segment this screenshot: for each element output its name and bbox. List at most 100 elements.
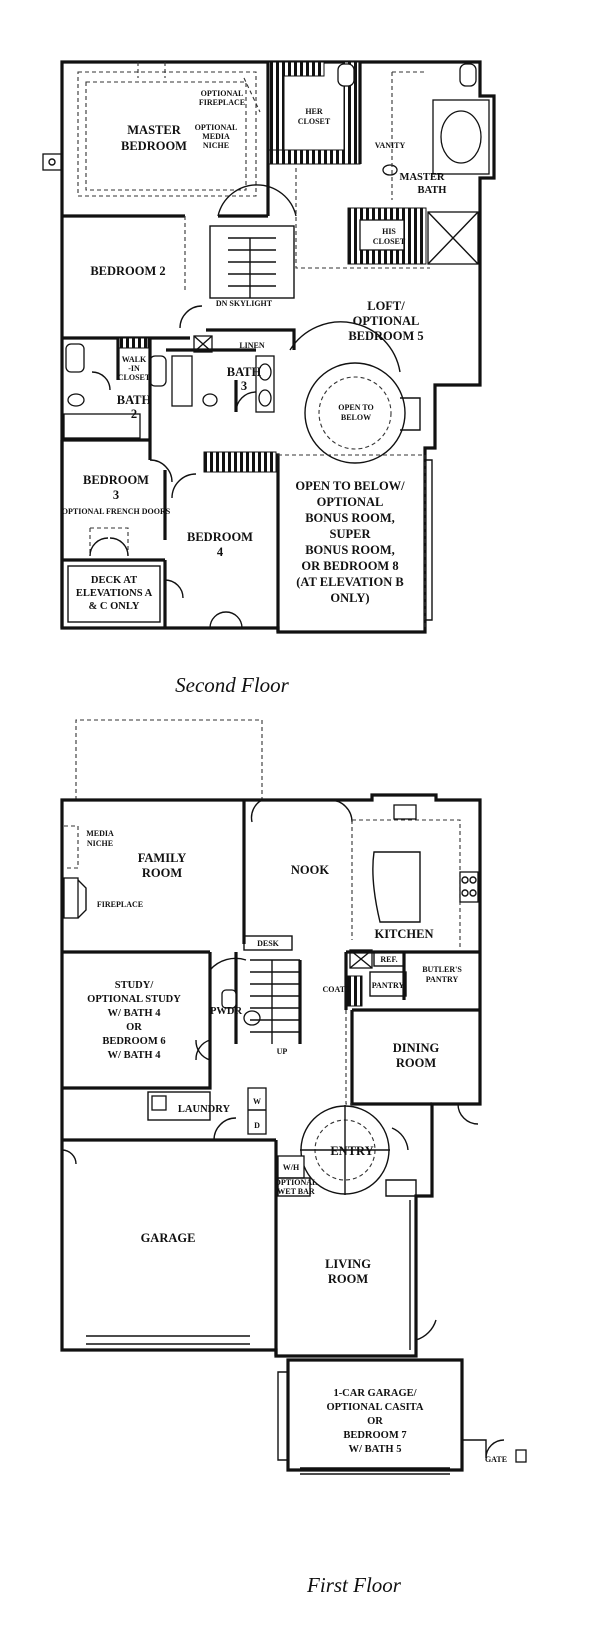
optional-wet-bar-label: OPTIONAL: [275, 1178, 318, 1187]
study-label-4: OR: [126, 1022, 142, 1033]
bedroom-3-label: BEDROOM: [83, 473, 149, 487]
second-floor-caption: Second Floor: [175, 673, 290, 697]
study-label: STUDY/: [115, 980, 155, 991]
bonus-room-area: [278, 454, 433, 628]
master-bath-label: MASTER: [400, 172, 445, 183]
open-to-below-circle: [289, 321, 421, 464]
pantry-label: PANTRY: [372, 981, 405, 990]
ref-label: REF.: [380, 955, 397, 964]
media-niche-label: MEDIA: [86, 829, 114, 838]
kitchen-area: [243, 804, 480, 1010]
open-to-below-label-2: BELOW: [341, 413, 371, 422]
loft-label: LOFT/: [367, 299, 405, 313]
living-room-label: LIVING: [325, 1257, 371, 1271]
bedroom-2-baths-area: [62, 305, 296, 442]
fireplace-label: FIREPLACE: [97, 900, 143, 909]
study-label-6: W/ BATH 4: [108, 1050, 162, 1061]
deck-label-3: & C ONLY: [89, 601, 140, 612]
bonus-room-label-4: SUPER: [330, 527, 372, 541]
family-room-label: FAMILY: [138, 851, 187, 865]
dryer-label: D: [254, 1121, 260, 1130]
study-label-3: W/ BATH 4: [108, 1008, 162, 1019]
living-room-area: [409, 1200, 437, 1350]
open-to-below-label: OPEN TO: [338, 403, 374, 412]
butlers-pantry-label: BUTLER'S: [422, 965, 462, 974]
first-floor-outer-walls: [60, 793, 527, 1475]
water-heater-label: W/H: [283, 1163, 300, 1172]
walk-in-closet-label: WALK: [122, 355, 147, 364]
coats-label: COATS: [323, 985, 351, 994]
optional-fireplace-label-2: FIREPLACE: [199, 98, 245, 107]
first-floor-caption: First Floor: [306, 1573, 402, 1597]
bonus-room-label-7: (AT ELEVATION B: [296, 575, 403, 589]
casita-label-4: BEDROOM 7: [343, 1430, 406, 1441]
casita-label-2: OPTIONAL CASITA: [327, 1402, 424, 1413]
media-niche-label-2: NICHE: [87, 839, 113, 848]
deck-label: DECK AT: [91, 575, 137, 586]
up-label: UP: [277, 1047, 288, 1056]
bedroom-4-label: BEDROOM: [187, 530, 253, 544]
optional-wet-bar-label-2: WET BAR: [277, 1187, 315, 1196]
kitchen-label: KITCHEN: [374, 927, 433, 941]
first-floor-plan: MEDIA NICHE FAMILY ROOM FIREPLACE NOOK K…: [60, 719, 527, 1597]
washer-label: W: [253, 1097, 261, 1106]
second-floor-plan: MASTER BEDROOM OPTIONAL FIREPLACE OPTION…: [42, 60, 496, 697]
dining-room-area: [345, 1008, 480, 1125]
garage-area: [86, 1140, 278, 1356]
laundry-label: LAUNDRY: [178, 1104, 231, 1115]
casita-label-5: W/ BATH 5: [349, 1444, 402, 1455]
dining-room-label-2: ROOM: [396, 1056, 436, 1070]
walk-in-closet-label-2: -IN: [128, 364, 140, 373]
loft-label-3: BEDROOM 5: [348, 329, 423, 343]
first-floor-labels: MEDIA NICHE FAMILY ROOM FIREPLACE NOOK K…: [86, 829, 507, 1464]
bath-2-label-2: 2: [131, 407, 137, 421]
optional-media-niche-label-2: MEDIA: [202, 132, 230, 141]
master-bedroom-label-2: BEDROOM: [121, 139, 187, 153]
butlers-pantry-label-2: PANTRY: [426, 975, 459, 984]
bonus-room-label-3: BONUS ROOM,: [305, 511, 395, 525]
entry-area: [277, 1105, 417, 1197]
bedroom-4-label-2: 4: [217, 545, 224, 559]
study-stair-area: [61, 952, 302, 1165]
bonus-room-label-5: BONUS ROOM,: [305, 543, 395, 557]
study-label-2: OPTIONAL STUDY: [87, 994, 181, 1005]
walk-in-closet-label-3: CLOSET: [118, 373, 151, 382]
family-room-label-2: ROOM: [142, 866, 182, 880]
vanity-label: VANITY: [375, 141, 406, 150]
garage-label: GARAGE: [141, 1231, 196, 1245]
master-bath-fixtures: [337, 63, 490, 265]
bath-3-label: BATH: [227, 365, 262, 379]
linen-label: LINEN: [239, 341, 265, 350]
bedroom-2-label: BEDROOM 2: [90, 264, 165, 278]
master-bedroom-label: MASTER: [127, 123, 181, 137]
master-bath-label-2: BATH: [418, 185, 447, 196]
entry-label: ENTRY: [330, 1144, 373, 1158]
optional-fireplace-label: OPTIONAL: [201, 89, 244, 98]
master-bedroom-area: [62, 61, 362, 218]
dn-skylight-label: DN SKYLIGHT: [216, 299, 273, 308]
bonus-room-label: OPEN TO BELOW/: [295, 479, 405, 493]
casita-label: 1-CAR GARAGE/: [333, 1388, 417, 1399]
optional-french-doors-label: OPTIONAL FRENCH DOORS: [62, 507, 171, 516]
second-floor-labels: MASTER BEDROOM OPTIONAL FIREPLACE OPTION…: [62, 89, 447, 612]
bath-3-label-2: 3: [241, 379, 247, 393]
living-room-label-2: ROOM: [328, 1272, 368, 1286]
dining-room-label: DINING: [393, 1041, 440, 1055]
his-closet-label: HIS: [382, 227, 396, 236]
gate-label: GATE: [485, 1455, 507, 1464]
pwdr-label: PWDR: [210, 1006, 242, 1017]
family-room-area: [62, 799, 353, 954]
bedroom-3-label-2: 3: [113, 488, 119, 502]
second-floor-stair: [184, 168, 430, 299]
bonus-room-label-2: OPTIONAL: [317, 495, 384, 509]
deck-label-2: ELEVATIONS A: [76, 588, 153, 599]
loft-label-2: OPTIONAL: [353, 314, 420, 328]
her-closet-label-2: CLOSET: [298, 117, 331, 126]
her-closet-label: HER: [305, 107, 323, 116]
desk-label: DESK: [257, 939, 280, 948]
bonus-room-label-6: OR BEDROOM 8: [301, 559, 398, 573]
bath-2-label: BATH: [117, 393, 152, 407]
casita-label-3: OR: [367, 1416, 383, 1427]
optional-media-niche-label: OPTIONAL: [195, 123, 238, 132]
